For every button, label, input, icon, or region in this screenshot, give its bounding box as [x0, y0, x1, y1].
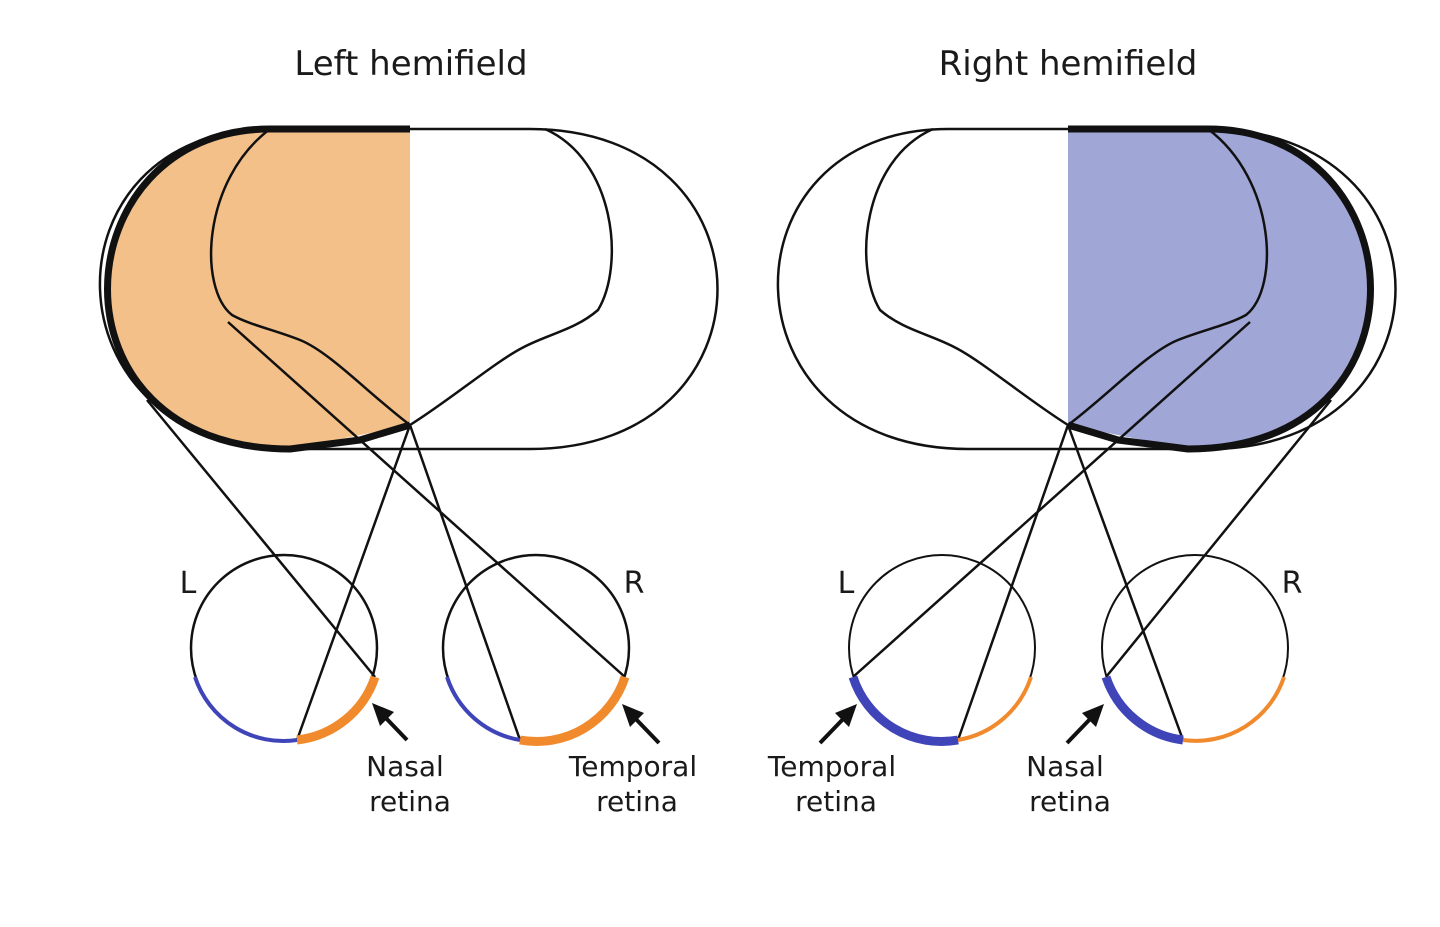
right-eye-letter: R: [624, 566, 645, 601]
right-hemifield-shading: [1068, 129, 1371, 449]
right-hemifield-title: Right hemifield: [939, 44, 1198, 84]
temporal-retina-arrow-left: [622, 704, 661, 745]
nasal-retina-label-line2-right: retina: [1029, 785, 1111, 818]
nasal-retina-arrow-right: [1065, 704, 1104, 745]
right-eye-monocular-field: [409, 127, 614, 427]
left-hemifield-shading: [107, 129, 410, 449]
left-eye-orange-arc: [296, 675, 380, 745]
right-eye-blue-arc: [445, 676, 521, 742]
nasal-retina-label-line1-right: Nasal: [1026, 750, 1104, 783]
left-hemifield-panel: Left hemifield L R: [98, 44, 719, 818]
temporal-retina-label-line2: retina: [596, 785, 678, 818]
right-eye-orange-arc: [519, 675, 630, 746]
nasal-retina-label-line1: Nasal: [366, 750, 444, 783]
left-hemifield-bold-border: [104, 125, 412, 453]
right-panel-right-eye: R: [1101, 554, 1303, 745]
right-eye-blue-arc-right-panel: [1101, 675, 1184, 745]
temporal-retina-label-line2-right: retina: [795, 785, 877, 818]
left-eye-blue-arc-right-panel: [848, 675, 959, 746]
right-hemifield-bold-border: [1066, 125, 1374, 453]
left-eye-monocular-field: [209, 128, 411, 426]
left-panel-left-eye: L: [180, 553, 380, 745]
left-eye-blue-arc: [193, 676, 298, 743]
right-panel-projection-lines: [852, 321, 1332, 741]
left-eye-letter: L: [180, 566, 197, 601]
temporal-retina-label-line1: Temporal: [568, 750, 697, 783]
left-eye-orange-arc-right-panel: [957, 676, 1033, 742]
right-panel-left-eye: L: [838, 554, 1036, 746]
nasal-retina-label-line2: retina: [369, 785, 451, 818]
left-hemifield-title: Left hemifield: [294, 44, 527, 84]
right-eye-letter-right-panel: R: [1282, 566, 1303, 601]
left-panel-field-outline: [98, 127, 719, 451]
right-eye-monocular-field-right-panel: [1067, 128, 1269, 426]
nasal-retina-arrow-left: [372, 703, 409, 742]
right-hemifield-panel: Right hemifield L R: [767, 44, 1397, 818]
left-panel-right-eye: R: [441, 553, 645, 746]
left-eye-monocular-field-right-panel: [864, 127, 1069, 427]
temporal-retina-arrow-right: [818, 704, 857, 745]
left-eye-letter-right-panel: L: [838, 566, 855, 601]
left-panel-projection-lines: [146, 321, 626, 741]
right-eye-orange-arc-right-panel: [1182, 676, 1286, 743]
temporal-retina-label-line1-right: Temporal: [767, 750, 896, 783]
